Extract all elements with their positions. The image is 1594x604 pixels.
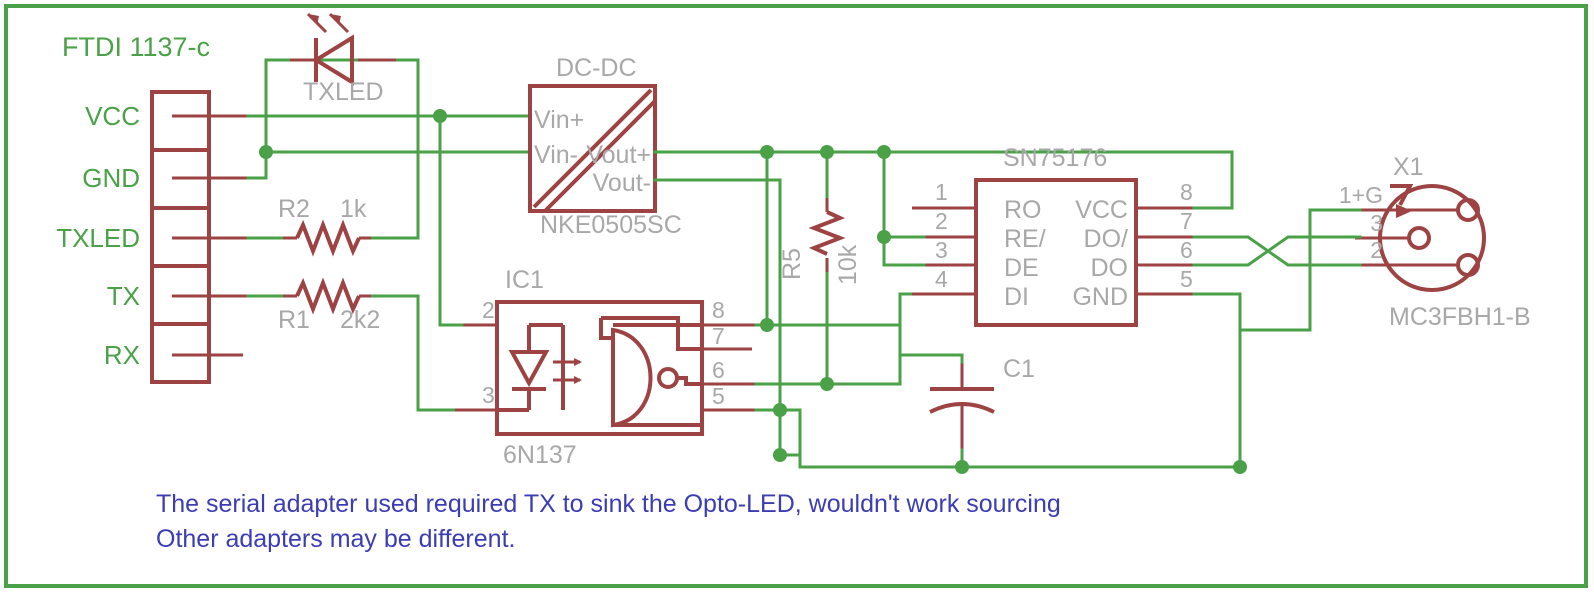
sn75176-title: SN75176 — [1003, 144, 1107, 172]
r5-designator: R5 — [778, 248, 806, 280]
c1-plate-bottom — [929, 402, 995, 414]
sn-pin-number-2: 2 — [935, 208, 948, 234]
dcdc-body — [528, 84, 657, 213]
led-designator: TXLED — [303, 78, 384, 106]
capacitor-c1[interactable]: C1 — [898, 323, 1035, 469]
led-triangle — [312, 34, 354, 86]
optocoupler-ic1[interactable]: IC1 6N137 2 3 8 7 6 5 — [455, 266, 762, 469]
ic1-pin-number-5: 5 — [712, 383, 725, 409]
ftdi-pin-label-tx: TX — [107, 281, 140, 311]
ic1-led-triangle — [508, 350, 550, 388]
sn-pin-name-di: DI — [1004, 283, 1029, 311]
x1-pin-label-2: 2 — [1370, 237, 1383, 263]
r2-zigzag — [295, 219, 361, 257]
ic1-emit-head-2 — [574, 376, 582, 384]
sn-pin-number-7: 7 — [1180, 208, 1193, 234]
c1-designator: C1 — [1003, 355, 1035, 383]
sheet-frame — [4, 4, 1588, 588]
sn-pin-number-8: 8 — [1180, 179, 1193, 205]
ic1-body — [495, 300, 704, 436]
connector-ftdi[interactable]: VCC GND TXLED TX RX — [56, 90, 256, 384]
resistor-r1[interactable]: R1 2k2 — [246, 277, 499, 412]
sheet-title: FTDI 1137-c — [62, 32, 210, 62]
r1-zigzag — [295, 277, 361, 315]
dcdc-pin-vin-minus: Vin- — [534, 141, 578, 169]
transceiver-sn75176[interactable]: SN75176 1 2 3 4 RO RE/ DE DI 8 7 6 5 VCC… — [912, 144, 1200, 327]
ic1-pin-number-6: 6 — [712, 357, 725, 383]
x1-hole-3 — [1407, 226, 1431, 250]
ic1-designator: IC1 — [505, 266, 544, 294]
ic1-pin-number-3: 3 — [482, 382, 495, 408]
dcdc-title: DC-DC — [556, 54, 637, 82]
ic1-gate-enable-lead — [599, 318, 613, 340]
resistor-r2[interactable]: R2 1k — [246, 114, 420, 257]
sn-pin-number-3: 3 — [935, 237, 948, 263]
sn-pin-number-1: 1 — [935, 179, 948, 205]
led-arrow-head-1 — [308, 14, 319, 25]
r1-designator: R1 — [278, 306, 310, 334]
ic1-emit-head-1 — [574, 358, 582, 366]
ic1-pin-number-7: 7 — [712, 323, 725, 349]
r5-zigzag — [808, 210, 846, 256]
junction-ic1-pin5 — [773, 403, 787, 417]
sn-pin-name-do-inv: DO/ — [1084, 225, 1129, 253]
junction-ground-sn — [1233, 460, 1247, 474]
resistor-r5[interactable]: R5 10k — [778, 198, 862, 285]
ftdi-pin-label-rx: RX — [104, 340, 140, 370]
x1-shield-arrowhead — [1396, 204, 1412, 218]
dcdc-diag-1 — [532, 88, 653, 209]
x1-part-number: MC3FBH1-B — [1389, 303, 1531, 331]
connector-x1[interactable]: X1 MC3FBH1-B 1+G 3 2 — [1339, 153, 1531, 331]
x1-shield-marker — [1390, 184, 1414, 206]
ic1-pin-number-8: 8 — [712, 297, 725, 323]
dcdc-pin-vout-plus: Vout+ — [586, 141, 651, 169]
ftdi-pin-label-txled: TXLED — [56, 223, 140, 253]
ftdi-pin-label-gnd: GND — [82, 163, 140, 193]
sn75176-body — [974, 178, 1138, 327]
ic1-gate-body — [611, 327, 653, 428]
ic1-gate-to-pin6 — [677, 376, 702, 386]
sn-pin-name-re: RE/ — [1004, 225, 1046, 253]
note-line-2: Other adapters may be different. — [156, 525, 515, 553]
r2-value: 1k — [340, 195, 367, 223]
ic1-gate-to-pin7 — [601, 316, 702, 351]
sn-pin-number-6: 6 — [1180, 237, 1193, 263]
dcdc-part-number: NKE0505SC — [540, 211, 682, 239]
x1-hole-2 — [1456, 253, 1480, 277]
dcdc-pin-vin-plus: Vin+ — [534, 106, 584, 134]
ftdi-pin-label-vcc: VCC — [85, 101, 140, 131]
x1-hole-1 — [1456, 198, 1480, 222]
wire-sn-pin6-cross-to-x1-pin3 — [1192, 235, 1312, 267]
r2-designator: R2 — [278, 195, 310, 223]
r5-value: 10k — [834, 244, 862, 285]
dcdc-diag-2 — [543, 99, 657, 213]
x1-pin-label-3: 3 — [1370, 210, 1383, 236]
x1-pin-label-1g: 1+G — [1339, 182, 1383, 208]
r1-value: 2k2 — [340, 306, 380, 334]
ic1-part-number: 6N137 — [503, 441, 577, 469]
sn-pin-name-ro: RO — [1004, 196, 1042, 224]
junction-ic1-pin8 — [760, 318, 774, 332]
sn-pin-number-5: 5 — [1180, 266, 1193, 292]
sn-pin-name-gnd: GND — [1072, 283, 1128, 311]
sn-pin-name-de: DE — [1004, 254, 1039, 282]
ic1-pin-number-2: 2 — [482, 297, 495, 323]
dcdc-pin-vout-minus: Vout- — [593, 169, 651, 197]
ic1-gate-bubble — [657, 367, 679, 389]
x1-designator: X1 — [1393, 153, 1424, 181]
led-arrow-head-2 — [330, 14, 341, 25]
sn-pin-name-vcc: VCC — [1075, 196, 1128, 224]
sn-pin-name-do: DO — [1091, 254, 1129, 282]
sn-pin-number-4: 4 — [935, 266, 948, 292]
junction-ground-c1 — [955, 460, 969, 474]
note-line-1: The serial adapter used required TX to s… — [156, 490, 1061, 518]
dcdc-converter[interactable]: DC-DC Vin+ Vin- Vout+ Vout- NKE0505SC — [528, 54, 682, 239]
